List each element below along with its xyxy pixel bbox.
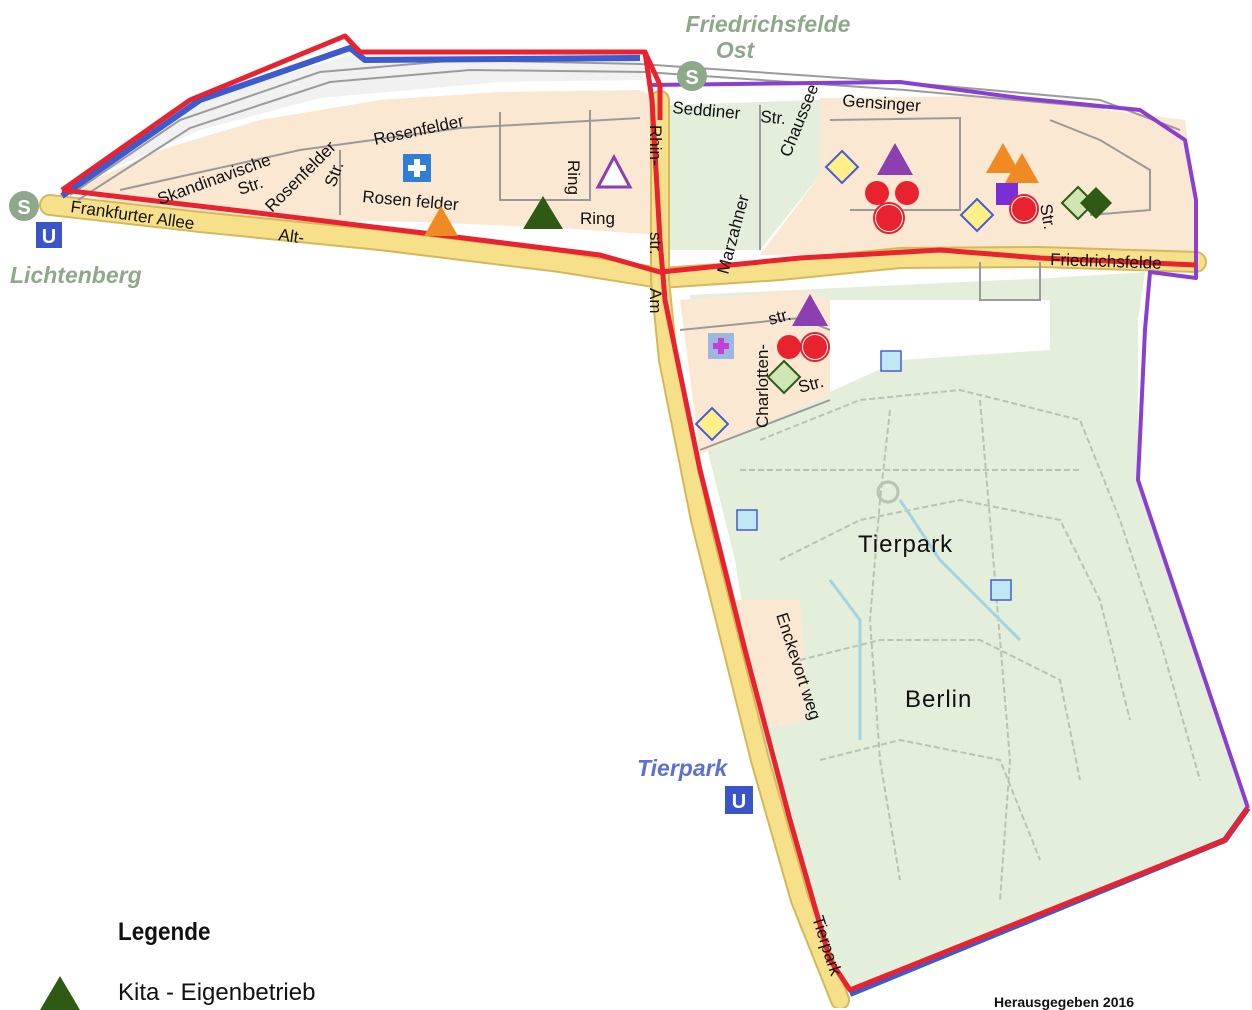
red-circle-icon[interactable] <box>777 335 801 359</box>
street-label: Alt- <box>277 225 305 247</box>
park-path <box>779 498 1131 721</box>
u-bahn-symbol: U <box>42 226 56 248</box>
triangle-outline-icon[interactable] <box>595 153 633 189</box>
s-bahn-symbol: S <box>685 67 698 89</box>
railway-line <box>77 68 1106 201</box>
legend-item-label: Kita - Eigenbetrieb <box>118 979 316 1006</box>
station-name: Tierpark <box>637 755 729 781</box>
red-circle-ring-icon[interactable] <box>801 333 829 361</box>
white-block <box>830 300 1050 392</box>
park-water-channel <box>828 579 862 740</box>
street-label: Str. <box>1036 202 1059 230</box>
place-label-tierpark: Tierpark <box>858 531 953 558</box>
boundary-purple <box>649 80 1250 809</box>
street-line <box>119 117 641 191</box>
medical-cross-purple-icon[interactable] <box>708 333 734 359</box>
u-bahn-symbol: U <box>732 791 746 813</box>
u-bahn-icon <box>725 786 753 814</box>
place-label-berlin: Berlin <box>905 686 972 713</box>
am-tierpark-road-fill <box>652 92 848 1008</box>
red-circle-ring-icon[interactable] <box>874 203 904 233</box>
purple-triangle-icon[interactable] <box>792 294 828 326</box>
park-path <box>868 409 901 881</box>
red-circle-ring-outer <box>873 202 905 234</box>
park-path <box>819 738 1041 861</box>
red-circle-icon[interactable] <box>865 181 889 205</box>
light-blue-square-icon[interactable] <box>880 350 902 372</box>
light-blue-square-icon[interactable] <box>990 579 1012 601</box>
red-circle-ring-outer <box>1009 194 1039 224</box>
boundary-red-east <box>61 187 1197 275</box>
street-label: Str. <box>760 107 787 128</box>
street-label: Charlotten- <box>753 344 772 428</box>
tierpark-water <box>828 480 1022 740</box>
boundary-red <box>60 33 1251 993</box>
residential-area-west <box>70 90 660 235</box>
street-label: str. <box>646 232 665 255</box>
red-circle-ring-outer <box>800 332 830 362</box>
main-roads <box>39 90 1207 1008</box>
orange-triangle-icon[interactable] <box>1005 153 1039 183</box>
boundary-red-north <box>642 50 663 120</box>
residential-area-east <box>760 96 1195 255</box>
street-line <box>829 116 961 211</box>
station-name-line-2: Ost <box>716 37 756 63</box>
tierpark-park-area <box>690 272 1248 992</box>
park-water-channel <box>898 499 1022 642</box>
purple-triangle-icon[interactable] <box>877 143 913 175</box>
green-area-north <box>670 100 820 250</box>
station-name: Lichtenberg <box>10 262 142 288</box>
legend-title: Legende <box>118 918 211 946</box>
kita-triangle-icon <box>40 976 80 1010</box>
medical-cross-icon[interactable] <box>403 154 431 182</box>
red-circle-ring-icon[interactable] <box>1010 195 1038 223</box>
publisher-note: Herausgegeben 2016 <box>994 994 1135 1010</box>
park-roundabout <box>876 480 900 504</box>
land-use-areas <box>70 52 1248 992</box>
station-tierpark[interactable]: Tierpark U <box>637 755 753 814</box>
yellow-diamond-icon[interactable] <box>959 197 995 233</box>
station-friedrichsfelde-ost[interactable]: S Friedrichsfelde Ost <box>677 11 851 91</box>
dark-green-diamond-icon[interactable] <box>1080 187 1112 219</box>
railway-lines <box>69 58 1181 201</box>
station-lichtenberg[interactable]: S U Lichtenberg <box>9 191 142 288</box>
light-blue-square-icon[interactable] <box>736 509 758 531</box>
park-path <box>799 639 1081 781</box>
street-line <box>699 399 831 451</box>
s-bahn-symbol: S <box>17 197 30 219</box>
s-bahn-icon <box>677 61 707 91</box>
orange-triangle-icon[interactable] <box>424 206 458 236</box>
legend-item-kita: Kita - Eigenbetrieb <box>40 976 315 1010</box>
tierpark-paths <box>740 388 1201 901</box>
u-bahn-icon <box>36 222 62 248</box>
park-path <box>979 399 1012 901</box>
yellow-diamond-icon[interactable] <box>694 406 730 442</box>
red-circle-icon[interactable] <box>895 181 919 205</box>
station-name-line-1: Friedrichsfelde <box>686 11 851 37</box>
yellow-diamond-icon[interactable] <box>824 149 860 185</box>
street-line <box>979 262 1041 301</box>
s-bahn-icon <box>9 191 39 221</box>
kita-triangle-icon[interactable] <box>523 196 563 229</box>
minor-streets <box>119 105 1151 451</box>
orange-triangle-icon[interactable] <box>986 143 1020 173</box>
street-line <box>1049 119 1151 216</box>
residential-area-enckevort <box>730 600 810 730</box>
street-label: Am <box>646 288 665 314</box>
street-label: Ring <box>564 160 583 195</box>
railway-line <box>69 58 1181 196</box>
street-label: Ring <box>580 209 615 228</box>
boundaries <box>60 33 1251 997</box>
light-green-diamond-icon[interactable] <box>766 359 802 395</box>
poi-markers[interactable] <box>403 143 1112 601</box>
street-label: Rhin- <box>646 125 665 166</box>
street-label: Friedrichsfelde <box>1050 250 1162 273</box>
